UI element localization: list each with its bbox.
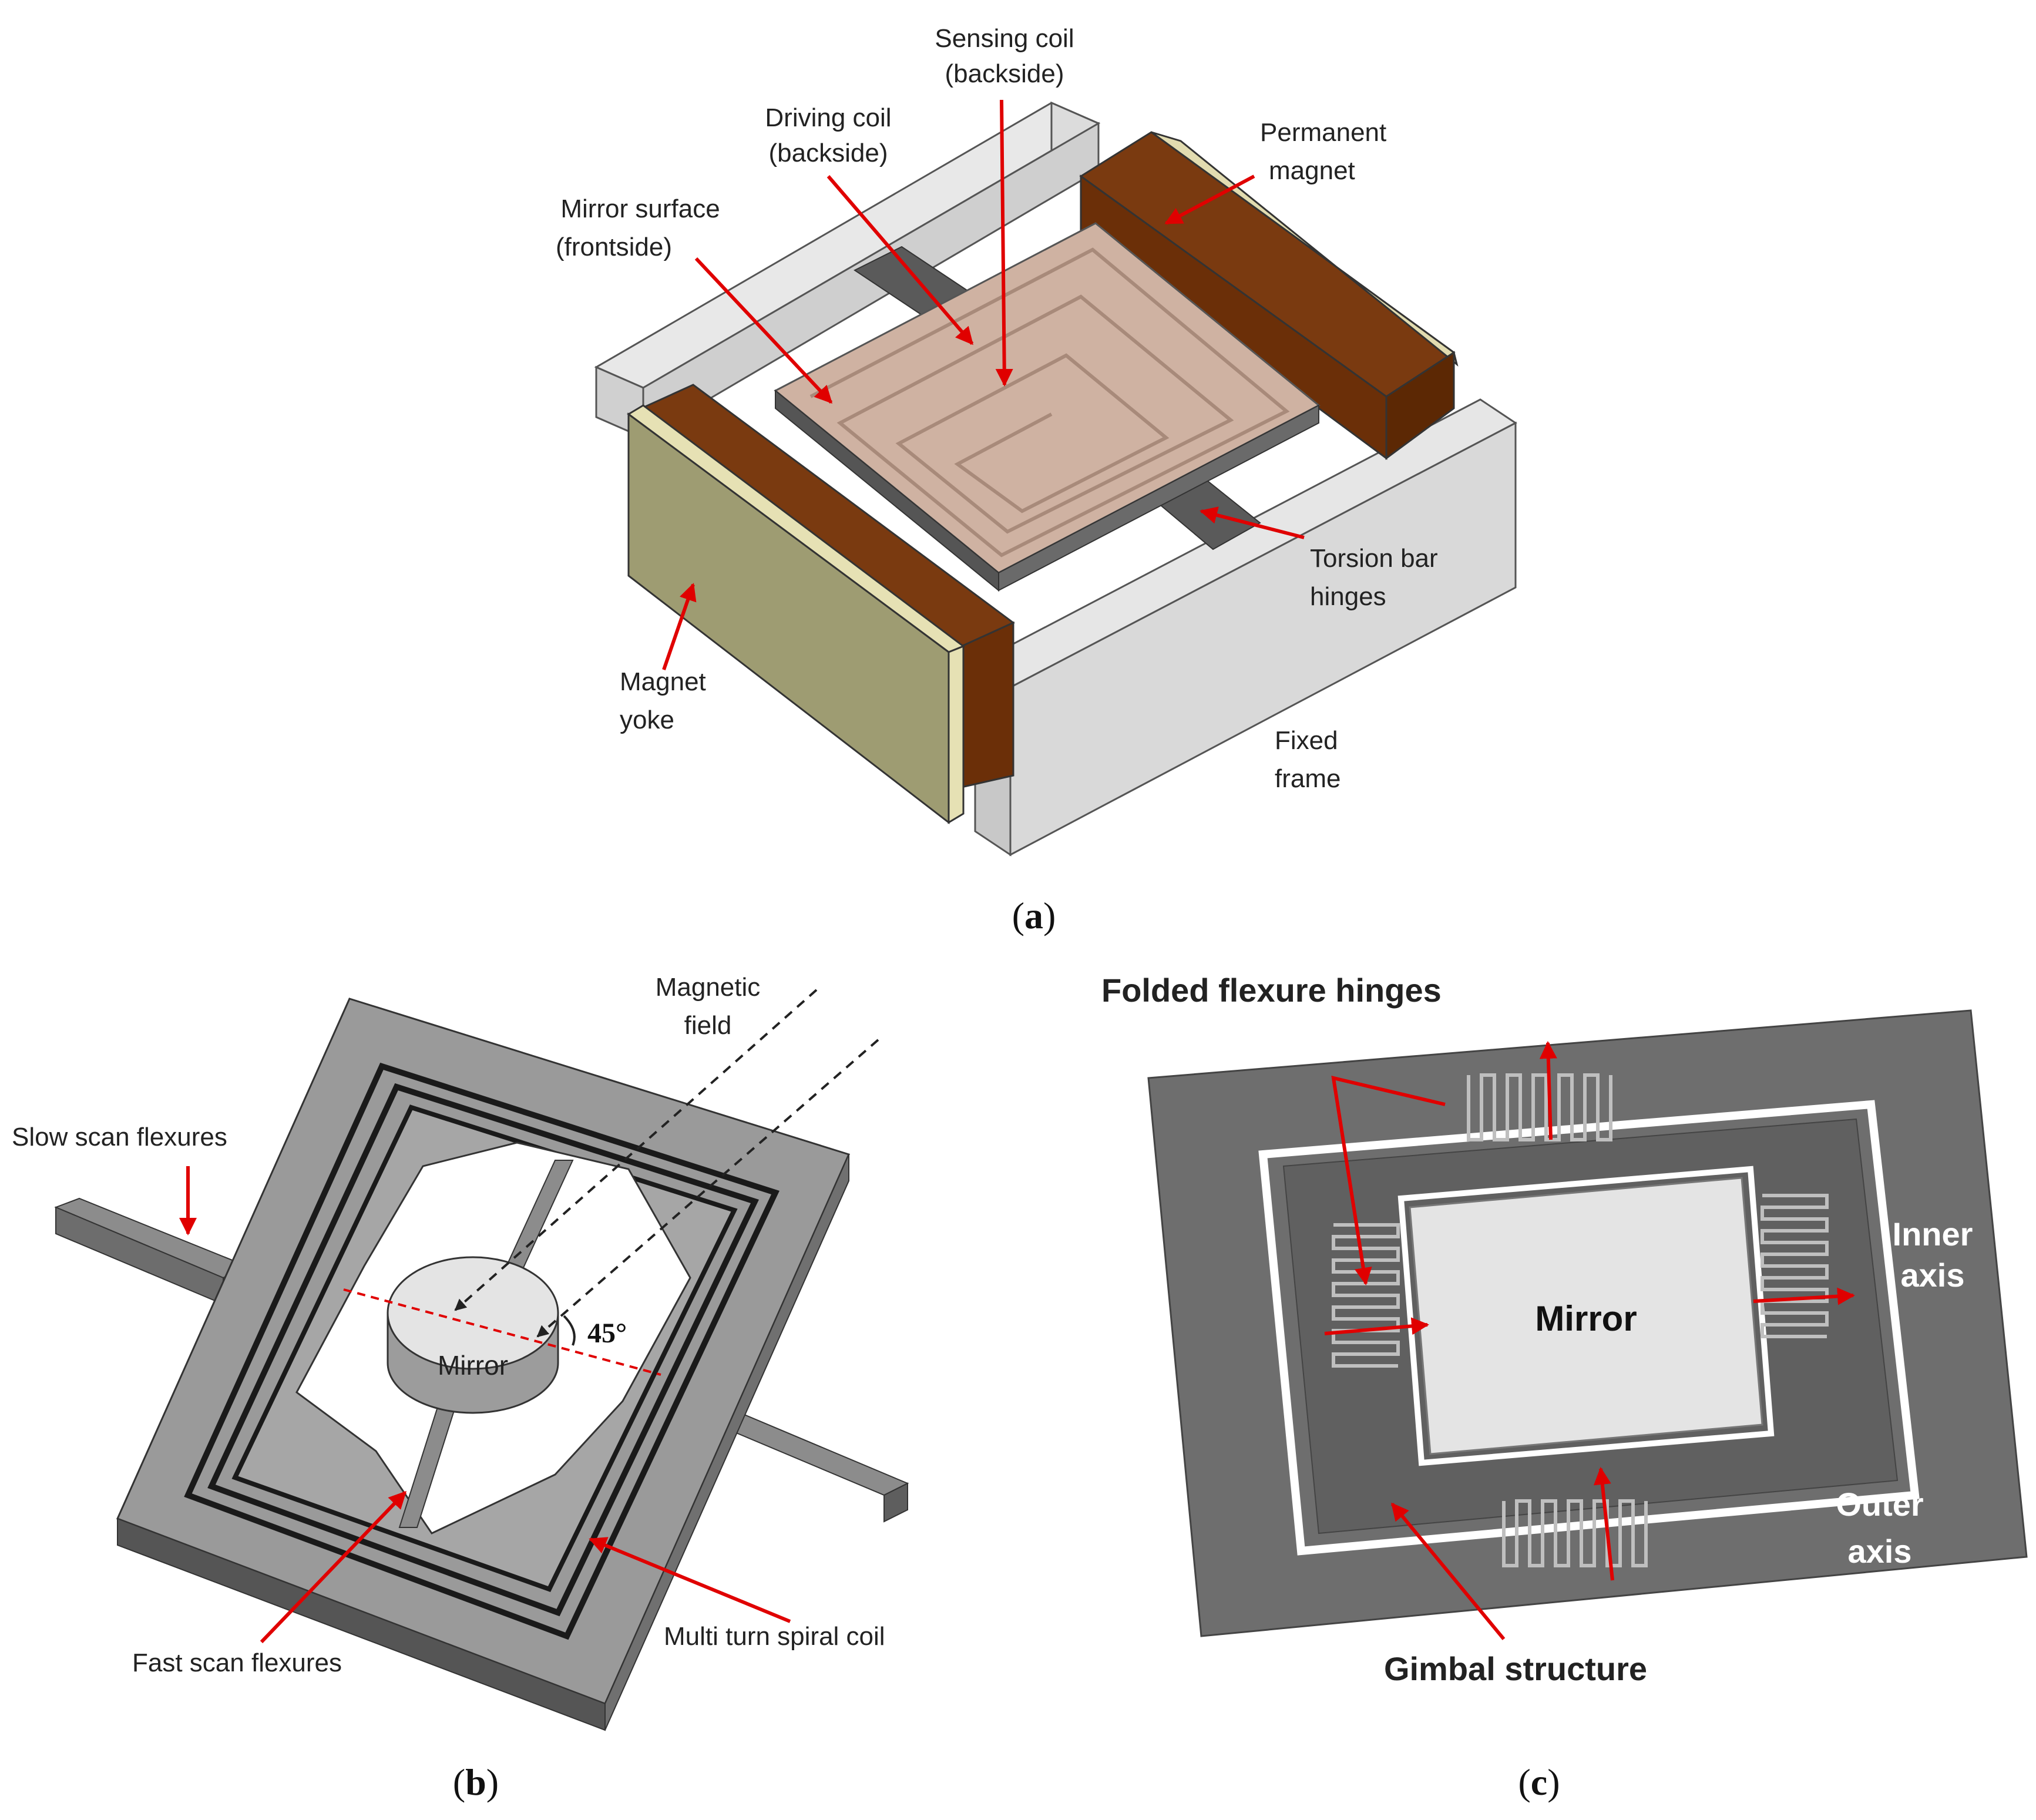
panel-c: Mirror Folded flexure hinges Inner axis … [1101, 972, 2028, 1803]
caption-c: (c) [1518, 1761, 1560, 1803]
mirror-disk-b: Mirror [387, 1256, 559, 1414]
label-sensing-coil: Sensing coil (backside) [935, 24, 1074, 387]
angle-label: 45° [587, 1318, 627, 1349]
label-fast-scan: Fast scan flexures [132, 1490, 407, 1677]
slow-scan-text: Slow scan flexures [12, 1123, 227, 1151]
permanent-magnet-back [1079, 131, 1459, 460]
label-mirror-surface: Mirror surface (frontside) [556, 194, 833, 404]
panel-b: Mirror 45° Magnetic field Slow scan flex… [12, 973, 909, 1803]
caption-a: (a) [1012, 895, 1056, 936]
panel-a: Sensing coil (backside) Driving coil (ba… [556, 24, 1517, 936]
outer-axis-line2: axis [1848, 1533, 1912, 1570]
label-fixed-frame: Fixed frame [1275, 726, 1340, 793]
label-magnet-yoke: Magnet yoke [620, 583, 706, 734]
flexure-top [1467, 1073, 1612, 1141]
flexure-right [1760, 1194, 1829, 1338]
mirror-surface-line1: Mirror surface [560, 194, 720, 223]
magnet-yoke-line1: Magnet [620, 667, 706, 696]
gimbal-text: Gimbal structure [1384, 1650, 1647, 1687]
torsion-bar-line2: hinges [1310, 582, 1386, 611]
mirror-label-b: Mirror [438, 1350, 508, 1381]
magnetic-field-line2: field [684, 1011, 732, 1040]
label-folded-flexure: Folded flexure hinges [1101, 972, 1446, 1285]
driving-coil-line1: Driving coil [765, 103, 891, 132]
label-slow-scan: Slow scan flexures [12, 1123, 227, 1235]
label-magnetic-field: Magnetic field [656, 973, 761, 1040]
spiral-coil-b [184, 1062, 780, 1640]
permanent-magnet-line1: Permanent [1260, 118, 1386, 147]
label-inner-axis: Inner axis [1893, 1215, 1973, 1294]
driving-coil-line2: (backside) [769, 139, 888, 167]
fast-scan-text: Fast scan flexures [132, 1648, 342, 1677]
magnetic-field-lines [343, 989, 879, 1376]
label-outer-axis: Outer axis [1836, 1486, 1923, 1570]
flexure-bottom [1502, 1499, 1648, 1567]
torsion-bar-line1: Torsion bar [1310, 544, 1438, 573]
coil-spiral [809, 247, 1290, 558]
folded-flexure-text: Folded flexure hinges [1101, 972, 1442, 1009]
label-gimbal: Gimbal structure [1384, 1502, 1647, 1687]
mirror-plate [774, 222, 1321, 592]
label-driving-coil: Driving coil (backside) [765, 103, 974, 345]
permanent-magnet-front [627, 384, 1015, 791]
inner-axis-line1: Inner [1893, 1215, 1973, 1252]
slow-scan-flexure-right [715, 1412, 909, 1496]
magnet-yoke-line2: yoke [620, 706, 674, 734]
sensing-coil-line2: (backside) [945, 59, 1064, 88]
inner-axis-line2: axis [1901, 1257, 1965, 1294]
sensing-coil-line1: Sensing coil [935, 24, 1074, 53]
magnet-yoke [627, 404, 966, 825]
label-permanent-magnet: Permanent magnet [1164, 118, 1386, 225]
mirror-plate-c [1409, 1177, 1763, 1455]
spiral-coil-text: Multi turn spiral coil [664, 1622, 885, 1651]
outer-axis-line1: Outer [1836, 1486, 1923, 1523]
label-torsion-bar: Torsion bar hinges [1200, 506, 1438, 611]
flexure-left [1332, 1223, 1400, 1368]
permanent-magnet-line2: magnet [1269, 156, 1355, 185]
magnetic-field-line1: Magnetic [656, 973, 761, 1002]
fixed-frame-line2: frame [1275, 764, 1340, 793]
caption-b: (b) [453, 1761, 499, 1803]
mirror-surface-line2: (frontside) [556, 233, 672, 261]
label-spiral-coil: Multi turn spiral coil [589, 1537, 885, 1651]
mirror-label-c: Mirror [1535, 1299, 1637, 1338]
fixed-frame-line1: Fixed [1275, 726, 1338, 755]
outer-slot-c [1258, 1100, 1920, 1556]
